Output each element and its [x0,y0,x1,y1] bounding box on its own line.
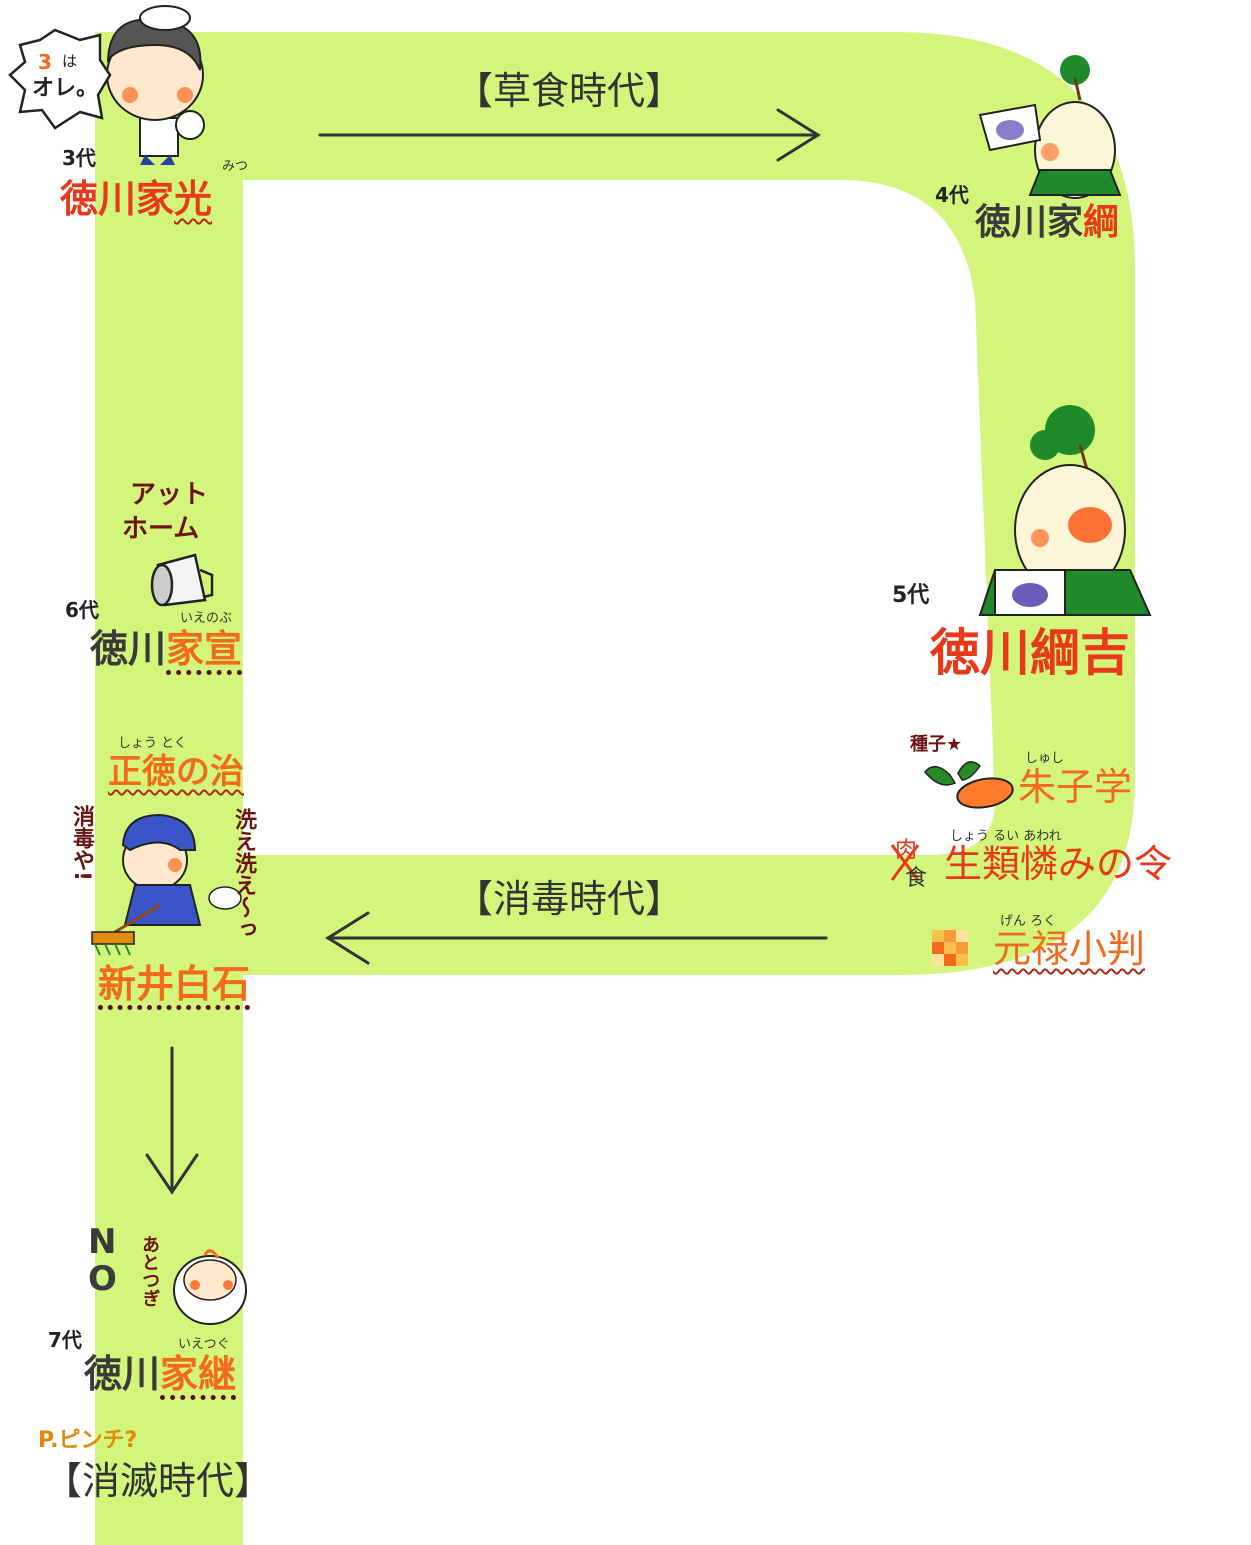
iemitsu-speech-bubble [8,28,112,130]
shushigaku-label: 朱子学 [1018,765,1133,809]
shotoku-ruby: しょう とく [118,736,187,751]
p-shaped-track [95,32,1135,1545]
hakuseki-shout-right: 洗え洗え〜っ [231,808,256,940]
ietsuna-character-icon [978,55,1122,199]
genroku-label: 元禄小判 [993,927,1146,971]
hakuseki-name: 新井白石 [98,962,251,1006]
era-grass-label: 【草食時代】 [455,69,684,113]
ietsuna-generation: 4代 [935,183,969,207]
ienobu-name: 徳川家宣 [90,627,243,671]
ienobu-note-line1: アット [130,480,209,510]
megaphone-icon [150,553,214,607]
tsunayoshi-character-icon [978,405,1152,616]
arrow-down-icon [145,1046,199,1195]
pinch-label: P.ピンチ? [38,1428,138,1453]
ietsugu-name: 徳川家継 [84,1352,237,1396]
genroku-ruby: げん ろく [1000,914,1057,929]
hakuseki-character-icon [91,813,242,956]
bubble-number: 3 [38,50,52,74]
hakuseki-shout-left: 消毒や! [69,805,94,882]
crossed-meat: 肉 [895,838,918,863]
ietsugu-character-icon [173,1249,247,1325]
tsunayoshi-generation: 5代 [892,583,930,608]
iemitsu-generation: 3代 [62,146,96,170]
bubble-ha: は [62,52,78,70]
bubble-text: オレ。 [32,76,99,101]
ietsugu-note: あとつぎ [139,1235,160,1307]
tsunayoshi-name: 徳川綱吉 [930,624,1130,682]
ietsugu-no-n: N [88,1222,117,1262]
shorui-ruby: しょう るい あわれ [950,829,1062,844]
ienobu-note-line2: ホーム [122,514,200,544]
ienobu-ruby: いえのぶ [180,611,233,626]
arrow-left-icon [325,911,828,965]
replacement-food: 食 [905,866,928,891]
era-vanish-label: 【消滅時代】 [44,1459,273,1503]
shotoku-policy: 正徳の治 [108,752,244,792]
era-disinfect-label: 【消毒時代】 [455,877,684,921]
seed-label: 種子★ [910,734,963,755]
cross-out-mark [890,844,920,881]
iemitsu-ruby: みつ [222,159,249,174]
ietsugu-ruby: いえつぐ [178,1337,230,1352]
ietsugu-generation: 7代 [48,1328,82,1352]
pixel-koban-icon [932,930,968,966]
seed-carrot-icon [924,761,1014,809]
ietsugu-no-o: O [88,1259,117,1299]
ienobu-generation: 6代 [65,598,99,622]
arrow-right-icon [318,108,821,162]
ietsuna-name: 徳川家綱 [975,202,1120,243]
iemitsu-name: 徳川家光 [60,177,213,221]
shorui-label: 生類憐みの令 [944,842,1173,886]
shushigaku-ruby: しゅし [1025,751,1065,766]
